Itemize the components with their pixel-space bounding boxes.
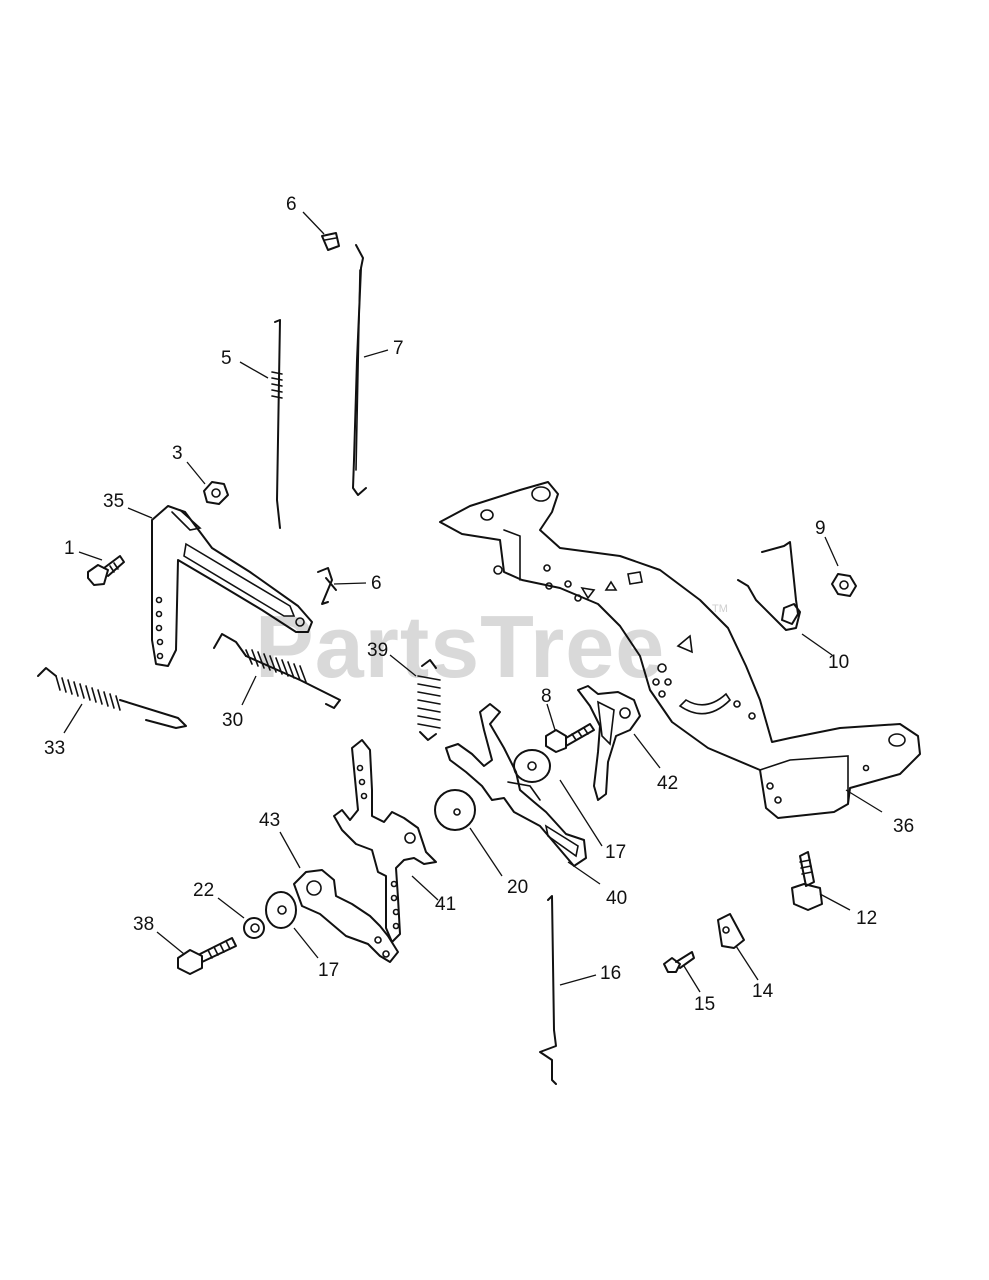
part-22-washer[interactable]: [243, 917, 265, 939]
watermark-text: PartsTree: [255, 597, 665, 696]
watermark-tm: TM: [712, 603, 728, 615]
callout-17-left: 17: [318, 960, 339, 981]
callout-30: 30: [222, 710, 243, 731]
part-7-clip[interactable]: [317, 567, 337, 605]
part-9-nut[interactable]: [831, 573, 857, 597]
leader-lines: [63, 211, 883, 993]
callout-38: 38: [133, 914, 154, 935]
part-15-screw[interactable]: [663, 951, 695, 973]
callout-14: 14: [752, 981, 774, 1002]
callout-9: 9: [815, 518, 826, 539]
part-33-spring[interactable]: [37, 667, 187, 729]
callout-5: 6: [286, 194, 297, 215]
callout-8: 8: [541, 686, 552, 707]
part-35-lever[interactable]: [151, 505, 313, 667]
callout-16: 16: [600, 963, 621, 984]
part-10-spring[interactable]: [737, 541, 801, 631]
part-5-screw[interactable]: [321, 232, 340, 251]
callout-35: 35: [103, 491, 124, 512]
part-1-bolt[interactable]: [87, 555, 125, 586]
callout-43: 43: [259, 810, 280, 831]
callout-40: 40: [606, 888, 627, 909]
callout-15: 15: [694, 994, 715, 1015]
callout-labels: 6 7 5 3 35 1 6 9 10 39 30 33 8 42 36 17 …: [44, 194, 914, 1015]
callout-6: 7: [393, 338, 404, 359]
callout-41: 41: [435, 894, 456, 915]
part-41-lever[interactable]: [333, 739, 437, 943]
part-39-spring[interactable]: [417, 659, 441, 741]
callout-10: 10: [828, 652, 849, 673]
part-17-washer-right[interactable]: [513, 749, 551, 783]
callout-3: 3: [172, 443, 183, 464]
part-36-bracket[interactable]: [439, 481, 921, 819]
part-43-plate[interactable]: [293, 869, 399, 963]
callout-4: 5: [221, 348, 232, 369]
part-42-plate[interactable]: [577, 685, 641, 801]
callout-36: 36: [893, 816, 914, 837]
part-14-clip[interactable]: [717, 913, 745, 949]
part-17-washer-left[interactable]: [265, 891, 297, 929]
part-8-bolt[interactable]: [545, 723, 595, 753]
callout-22: 22: [193, 880, 214, 901]
part-12-bolt[interactable]: [791, 851, 823, 911]
part-3-nut[interactable]: [203, 481, 229, 505]
part-6-rod[interactable]: [352, 244, 367, 496]
callout-17-right: 17: [605, 842, 626, 863]
callout-1: 1: [64, 538, 75, 559]
callout-33: 33: [44, 738, 65, 759]
callout-39: 39: [367, 640, 388, 661]
part-40-lever[interactable]: [445, 703, 587, 867]
part-16-rod[interactable]: [539, 895, 557, 1085]
part-20-washer[interactable]: [434, 789, 476, 831]
callout-12: 12: [856, 908, 877, 929]
part-30-spring[interactable]: [213, 633, 341, 709]
callout-7: 6: [371, 573, 382, 594]
callout-42: 42: [657, 773, 678, 794]
callout-20: 20: [507, 877, 528, 898]
part-4-link[interactable]: [271, 319, 283, 529]
part-38-bolt[interactable]: [177, 937, 237, 975]
